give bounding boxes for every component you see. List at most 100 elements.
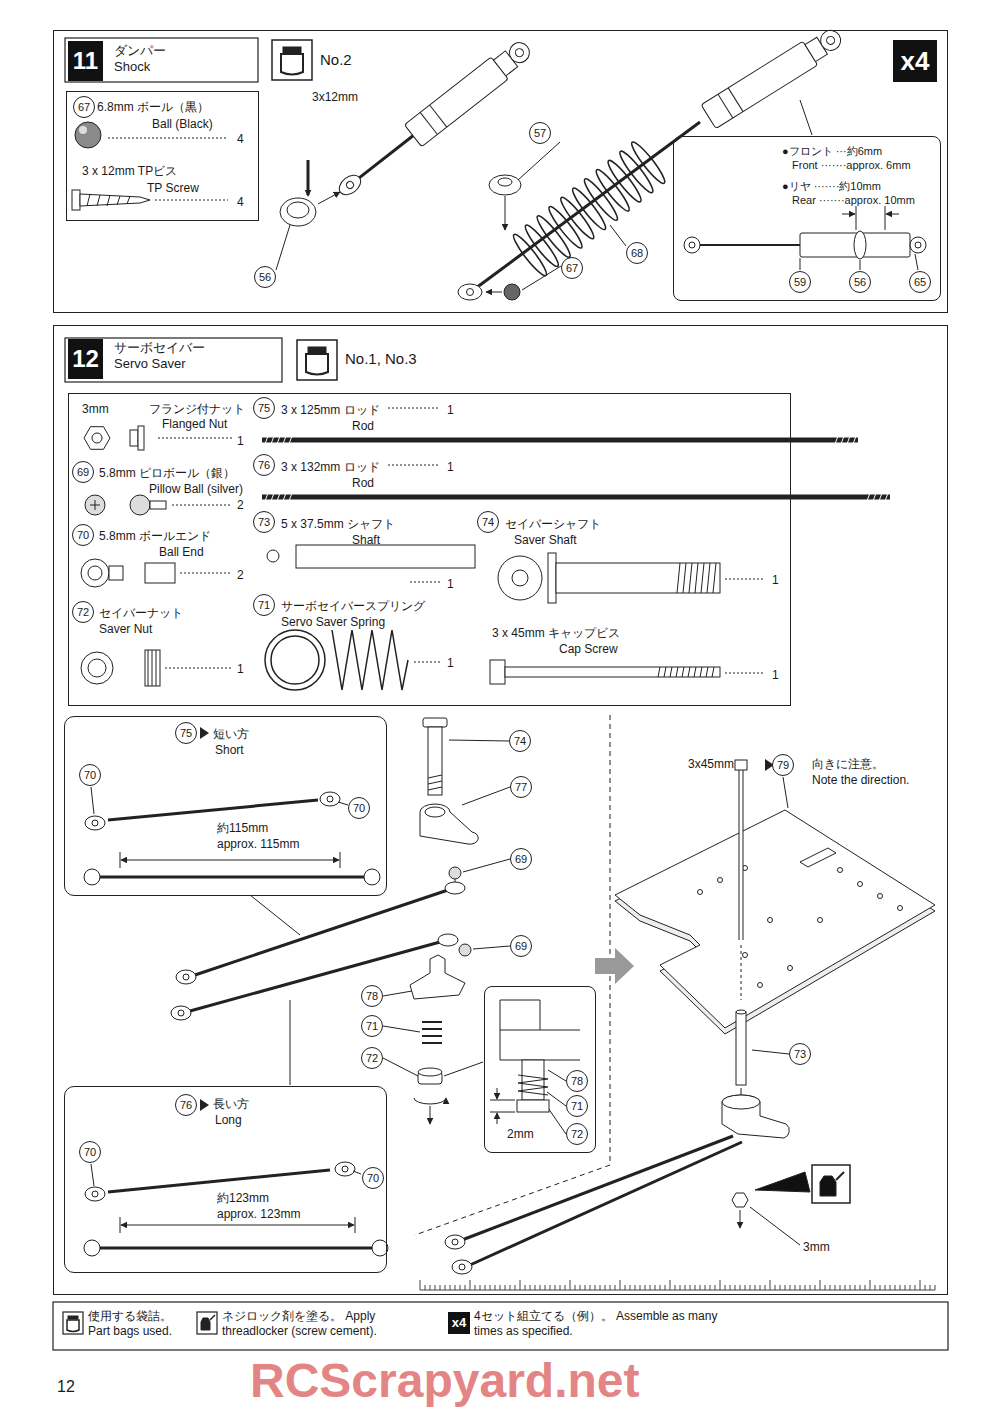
node-text: ●フロント ···約6mm (782, 145, 882, 158)
shock-detail (915, 242, 921, 248)
node-text: Servo Saver Spring (281, 615, 385, 629)
callout-number: 70 (362, 1167, 384, 1189)
rod-detail (372, 1240, 388, 1256)
chassis-plate (758, 983, 763, 988)
rod-detail (108, 1170, 330, 1192)
parts-saver-shaft (677, 563, 716, 593)
node-text: 約115mm (217, 821, 268, 835)
step-header-frame (65, 38, 282, 382)
parts-shaft (267, 550, 279, 562)
shock-absorber (404, 57, 508, 147)
node-text: ●リヤ ·······約10mm (782, 180, 881, 193)
rod-detail (121, 1225, 238, 1226)
callout-number: 59 (789, 271, 811, 293)
servo-saver-assembly (410, 955, 465, 999)
shock-absorber (718, 94, 733, 118)
step-panel: 12サーボセイバー Servo Saver3mmフランジ付ナットFlanged … (53, 325, 948, 1295)
callout-number: 70 (79, 1141, 101, 1163)
shock-absorber (345, 180, 355, 190)
node-text: 5.8mm ピロボール（銀） (99, 466, 235, 480)
shock-absorber (505, 39, 533, 67)
leader-line (383, 1058, 418, 1076)
parts-rod (388, 408, 440, 409)
shock-detail (800, 258, 801, 270)
shock-rod (467, 289, 474, 296)
chassis-plate (470, 1142, 742, 1265)
parts-spring (414, 662, 440, 663)
node-text: Rod (352, 476, 374, 490)
rod-detail (84, 787, 388, 1256)
threadlocker-icon (820, 1176, 836, 1196)
callout-number: 79 (772, 754, 794, 776)
rod-detail (100, 1247, 372, 1250)
chassis-plate (452, 1260, 472, 1274)
step-arrow (595, 948, 634, 984)
parts-saver-nut (145, 650, 160, 686)
servo-saver-assembly (178, 1010, 184, 1016)
rod-detail (335, 1162, 355, 1176)
chassis-plate (718, 878, 723, 883)
detail-box: 短い方Short約115mmapprox. 115mm (64, 716, 387, 896)
parts-ball-end (180, 573, 232, 574)
chassis-plate (445, 760, 935, 1274)
shock-absorber (358, 135, 415, 179)
parts-screw (87, 194, 130, 206)
shock-detail (885, 206, 886, 230)
spring-cup (489, 175, 521, 230)
threadlocker-icon (812, 1165, 850, 1203)
parts-ball-end (81, 559, 232, 587)
servo-saver-assembly (290, 1000, 291, 1085)
node-text: 約123mm (217, 1191, 269, 1205)
label-text: No.2 (320, 51, 352, 69)
node-text: 3 x 132mm ロッド (281, 460, 380, 474)
node-text: 1 (447, 656, 454, 670)
callout-number: 70 (72, 524, 94, 546)
chassis-plate (736, 1012, 746, 1085)
chassis-plate (740, 1210, 741, 1228)
shock-rod (458, 122, 700, 300)
node-text: 12 (68, 339, 103, 379)
label-text: 向きに注意。 (812, 757, 884, 771)
callout-number: 71 (253, 594, 275, 616)
bag-icon (281, 54, 303, 75)
step-header-frame (65, 38, 258, 82)
callout-number: 71 (361, 1015, 383, 1037)
label-text: No.1, No.3 (345, 350, 417, 368)
parts-flanged-nut (92, 433, 102, 443)
parts-saver-shaft (725, 579, 765, 580)
shock-absorber (336, 171, 365, 198)
parts-spring (271, 636, 319, 684)
parts-list-box: 3mmフランジ付ナットFlanged Nut15.8mm ピロボール（銀）Pil… (68, 393, 791, 706)
servo-saver-assembly (171, 718, 478, 1124)
callout-number: 76 (253, 454, 275, 476)
chassis-plate (615, 810, 935, 1028)
parts-shaft (267, 545, 475, 582)
node-text: 1 (237, 434, 244, 448)
parts-pillow-ball (150, 501, 166, 509)
spring-cup (505, 196, 506, 230)
servo-saver-assembly (425, 807, 445, 817)
callout-number: 65 (909, 271, 931, 293)
node-text: セイバーシャフト (505, 517, 601, 531)
chassis-plate (698, 890, 703, 895)
spring-cup (489, 175, 521, 195)
node-text: 11 (68, 41, 103, 81)
servo-saver-assembly (449, 867, 461, 879)
shock-absorber (701, 41, 818, 128)
saver-detail (490, 1112, 515, 1113)
callout-number: 70 (348, 797, 370, 819)
legend-icon (197, 1312, 217, 1334)
callout-number: 75 (175, 722, 197, 744)
leader-line (383, 1026, 420, 1032)
chassis-plate (452, 1239, 458, 1245)
parts-flanged-nut (158, 438, 232, 439)
rod-detail (108, 800, 318, 820)
parts-saver-shaft (556, 563, 720, 593)
node-text: 4 (237, 195, 244, 209)
watermark: RCScrapyard.net (250, 1352, 639, 1410)
detail-box: 長い方Long約123mmapprox. 123mm (64, 1086, 387, 1273)
label-text: 12 (57, 1377, 75, 1396)
node-text: 3 x 12mm TPビス (82, 164, 177, 178)
parts-screw (72, 190, 80, 210)
rod-detail (120, 852, 121, 868)
